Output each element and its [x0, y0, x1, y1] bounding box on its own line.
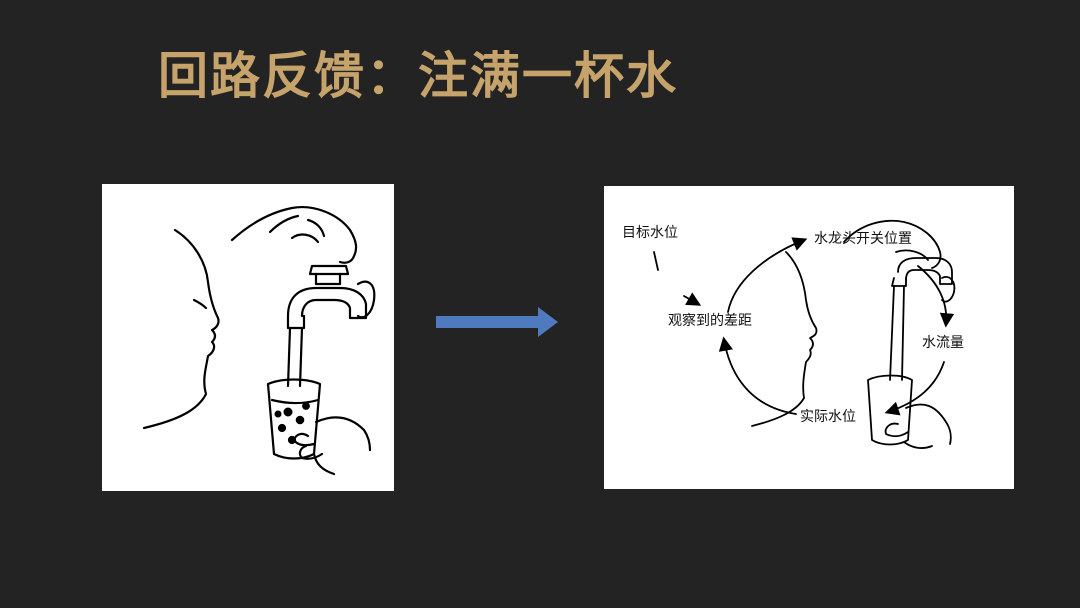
- feedback-loop-panel: 目标水位 观察到的差距 水龙头开关位置 水流量 实际水位: [604, 186, 1014, 489]
- page-title: 回路反馈：注满一杯水: [158, 46, 678, 105]
- label-actual-level: 实际水位: [800, 409, 856, 425]
- label-target-level: 目标水位: [622, 225, 678, 241]
- left-illustration-panel: [102, 184, 394, 491]
- feedback-loop-drawing: [653, 219, 956, 449]
- label-water-flow: 水流量: [922, 335, 964, 351]
- label-perceived-gap: 观察到的差距: [668, 313, 752, 329]
- person-faucet-drawing: [142, 206, 376, 476]
- right-arrow-icon: [436, 307, 558, 337]
- label-faucet-position: 水龙头开关位置: [814, 231, 912, 247]
